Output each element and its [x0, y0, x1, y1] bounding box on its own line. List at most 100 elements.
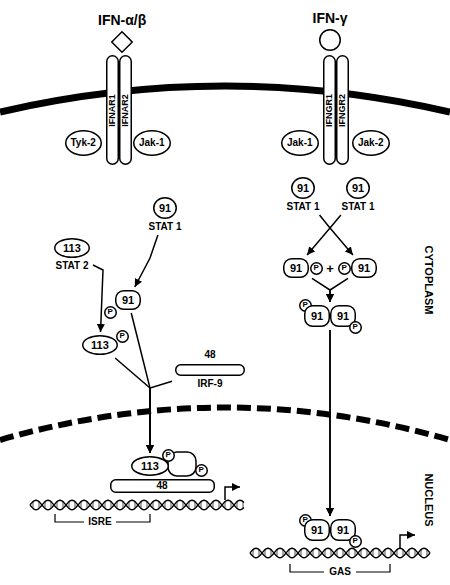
arrow-connector — [312, 278, 330, 302]
node-text: STAT 1 — [149, 222, 182, 232]
dna-rung — [231, 501, 232, 508]
dna-rung — [283, 549, 284, 556]
node-shape — [162, 449, 174, 461]
dna-rung — [45, 501, 46, 508]
ligand-circle: IFN-γ — [319, 29, 341, 51]
node-text: P — [353, 537, 358, 545]
dna-rung — [129, 501, 130, 508]
dna-rung — [207, 501, 208, 508]
dna-rung — [307, 549, 308, 556]
arrow-connector — [329, 330, 331, 516]
stat-protein: 91STAT 1 — [291, 177, 315, 199]
stat-protein: 91STAT 1 — [153, 197, 177, 219]
dna-rung — [75, 501, 76, 508]
node-text: P — [342, 264, 347, 272]
dna-helix — [30, 500, 430, 558]
node-shape — [154, 198, 177, 219]
dna-rung — [271, 549, 272, 556]
region-label: NUCLEUS — [423, 472, 434, 527]
node-shape — [323, 56, 335, 165]
node-outline — [319, 29, 341, 51]
transcription-arrow — [225, 487, 240, 500]
irf-protein: 48IRF-9 — [175, 364, 245, 376]
node-shape — [134, 131, 171, 156]
dna-rung — [111, 501, 112, 508]
node-shape — [65, 131, 101, 156]
dna-rung — [331, 549, 332, 556]
dna-rung — [427, 549, 428, 556]
element-label: ISRE — [87, 517, 112, 527]
node-text: 113 — [63, 243, 81, 254]
arrow-connector — [115, 358, 150, 453]
phosphate-circle: P — [349, 321, 362, 334]
node-shape — [320, 30, 341, 51]
node-shape — [349, 535, 361, 547]
kinase-blob: Jak-1 — [133, 130, 171, 156]
node-text: P — [199, 466, 204, 474]
phosphate-circle: P — [104, 306, 117, 319]
dna-rung — [33, 501, 34, 508]
node-shape — [104, 306, 116, 318]
node-shape — [119, 56, 131, 165]
dna-rung — [265, 549, 266, 556]
phosphate-circle: P — [116, 330, 129, 343]
arrow-connector — [330, 215, 353, 255]
arrow-connector — [93, 265, 103, 332]
stat-protein: 113 — [131, 456, 169, 476]
dna-rung — [253, 549, 254, 556]
node-text: IFNAR2 — [120, 94, 129, 127]
node-text: IFNGR2 — [338, 93, 347, 126]
dna-rung — [105, 501, 106, 508]
dna-rung — [195, 501, 196, 508]
node-shape — [305, 520, 330, 541]
transcription-arrow — [400, 535, 415, 548]
dna-rung — [225, 501, 226, 508]
node-text: P — [120, 332, 125, 340]
node-text: Jak-2 — [358, 138, 384, 148]
dna-rung — [189, 501, 190, 508]
node-text: 113 — [91, 340, 109, 351]
receptor-chain: IFNAR2 — [119, 55, 132, 165]
dna-rung — [385, 549, 386, 556]
node-shape — [282, 131, 319, 156]
node-text: Jak-1 — [287, 138, 313, 148]
node-text: 91 — [122, 295, 134, 306]
dna-rung — [219, 501, 220, 508]
arrow-connector — [135, 235, 158, 287]
dna-rung — [259, 549, 260, 556]
stat-protein: 91STAT 1 — [346, 177, 370, 199]
dna-rung — [201, 501, 202, 508]
node-shape — [195, 464, 207, 476]
dna-rung — [295, 549, 296, 556]
dna-rung — [81, 501, 82, 508]
node-text: STAT 1 — [342, 202, 375, 212]
node-text: Jak-1 — [139, 138, 165, 148]
phospho-stat: 91 — [283, 258, 309, 278]
node-shape — [55, 239, 90, 258]
dna-rung — [213, 501, 214, 508]
receptor-chain: IFNAR1 — [106, 55, 119, 165]
node-text: P — [166, 451, 171, 459]
dna-strand — [250, 548, 430, 558]
dna-rung — [319, 549, 320, 556]
node-outline — [175, 364, 245, 376]
node-text: 91 — [352, 183, 364, 194]
dna-strand — [250, 548, 430, 558]
dna-rung — [183, 501, 184, 508]
kinase-blob: Tyk-2 — [65, 130, 102, 156]
dna-rung — [373, 549, 374, 556]
dna-rung — [171, 501, 172, 508]
dna-rung — [87, 501, 88, 508]
node-text: Tyk-2 — [71, 138, 96, 148]
dna-rung — [409, 549, 410, 556]
dna-rung — [403, 549, 404, 556]
node-shape — [116, 330, 128, 342]
kinase-blob: Jak-2 — [352, 130, 390, 156]
dna-rung — [51, 501, 52, 508]
element-label: GAS — [328, 567, 352, 577]
nuclear-envelope — [0, 408, 450, 441]
dna-rung — [93, 501, 94, 508]
arrow-connector — [150, 381, 172, 453]
node-shape — [292, 178, 315, 199]
